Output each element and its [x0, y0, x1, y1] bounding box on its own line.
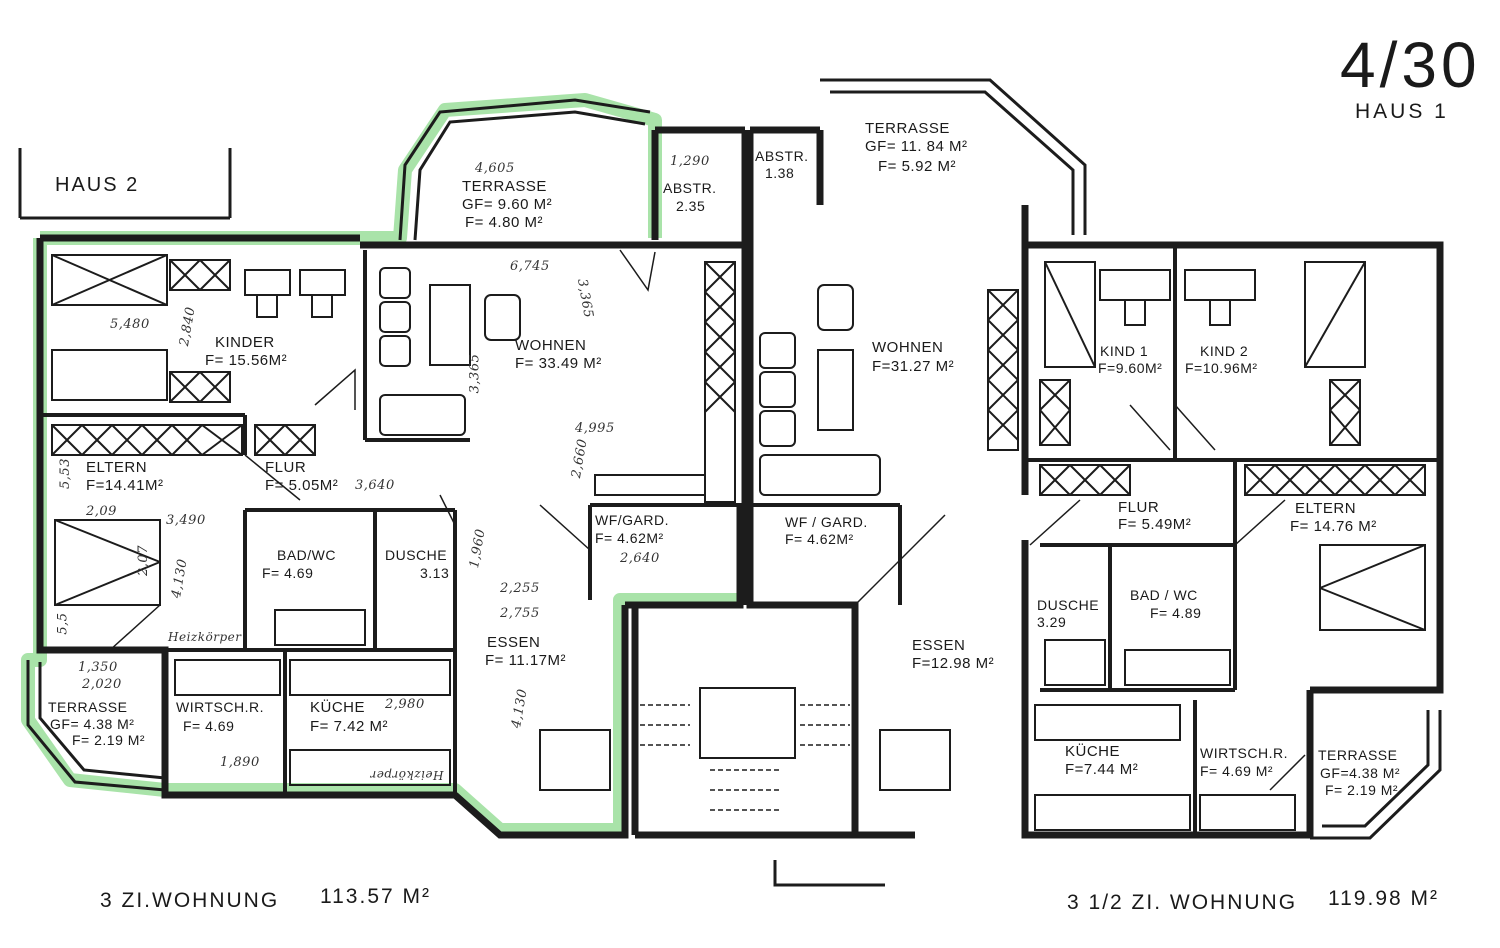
dimension-note: 3,490 — [166, 513, 206, 528]
room-label-kind1: KIND 1 — [1100, 343, 1149, 359]
dimension-note: 2,640 — [620, 551, 660, 566]
room-area-kind2: F=10.96M² — [1185, 360, 1258, 376]
staircase — [640, 704, 850, 811]
room-area-dusche-left: 3.13 — [420, 565, 450, 581]
room-label-flur-left: FLUR — [265, 459, 307, 476]
dimension-note: 4,605 — [475, 161, 515, 176]
room-area-kueche-left: F= 7.42 M² — [310, 718, 388, 735]
room-label-wohnen-left: WOHNEN — [515, 337, 587, 354]
dimension-note: 3,640 — [355, 478, 395, 493]
room-area-kinder: F= 15.56M² — [205, 352, 288, 369]
dimension-note: 2,020 — [82, 677, 122, 692]
neighbor-building-label: HAUS 2 — [55, 174, 140, 196]
room-area-wf-gard-left: F= 4.62M² — [595, 530, 664, 546]
room-label-terrasse-right: TERRASSE — [1318, 747, 1398, 763]
room-area-wohnen-right: F=31.27 M² — [872, 358, 955, 375]
room-area-bad-left: F= 4.69 — [262, 565, 314, 581]
room-label-abstr-1: ABSTR. — [663, 180, 717, 196]
room-label-wirtsch-right: WIRTSCH.R. — [1200, 745, 1288, 761]
dimension-note: 5,53 — [57, 458, 73, 489]
dimension-note: 1,290 — [670, 154, 710, 169]
dimension-note: 2,07 — [135, 545, 151, 576]
room-area-terrasse-top-f: F= 4.80 M² — [465, 214, 543, 231]
room-label-dusche-right: DUSCHE — [1037, 597, 1100, 613]
room-area-terrasse-left-gf: GF= 4.38 M² — [50, 716, 135, 732]
dimension-note: 1,890 — [220, 755, 260, 770]
room-area-flur-left: F= 5.05M² — [265, 477, 339, 494]
dimension-note: 6,745 — [510, 259, 550, 274]
terraces — [18, 78, 1442, 887]
room-area-terrasse-top-gf: GF= 9.60 M² — [462, 196, 553, 213]
room-area-wf-gard-right: F= 4.62M² — [785, 531, 854, 547]
room-label-kinder: KINDER — [215, 334, 275, 351]
room-label-bad-left: BAD/WC — [277, 547, 336, 563]
dimension-note: 2,255 — [500, 581, 540, 596]
dimension-note: 2,980 — [385, 697, 425, 712]
room-label-essen-right: ESSEN — [912, 637, 966, 654]
room-label-wohnen-right: WOHNEN — [872, 339, 944, 356]
beds — [51, 254, 1426, 631]
room-label-flur-right: FLUR — [1118, 499, 1160, 516]
wardrobes — [51, 259, 1426, 503]
room-label-eltern-left: ELTERN — [86, 459, 148, 476]
radiator-note: Heizkörper — [370, 768, 444, 782]
room-label-kueche-left: KÜCHE — [310, 699, 366, 716]
room-label-wf-gard-left: WF/GARD. — [595, 512, 669, 528]
dimension-note: 3,365 — [467, 353, 483, 394]
room-area-kind1: F=9.60M² — [1098, 360, 1163, 376]
room-area-terrasse-right-top-f: F= 5.92 M² — [878, 158, 956, 175]
room-area-terrasse-right-f: F= 2.19 M² — [1325, 782, 1399, 798]
room-area-flur-right: F= 5.49M² — [1118, 516, 1192, 533]
room-area-terrasse-right-gf: GF=4.38 M² — [1320, 765, 1401, 781]
right-unit-type: 3 1/2 ZI. WOHNUNG — [1067, 891, 1298, 914]
dimension-note: 4,995 — [575, 421, 615, 436]
room-area-wirtsch-right: F= 4.69 M² — [1200, 763, 1274, 779]
room-label-kind2: KIND 2 — [1200, 343, 1249, 359]
sheet-number: 4/30 — [1340, 29, 1481, 101]
interior-walls — [40, 245, 1440, 835]
building-label: HAUS 1 — [1355, 100, 1449, 123]
room-label-terrasse-top: TERRASSE — [462, 178, 547, 195]
room-area-essen-left: F= 11.17M² — [485, 652, 567, 669]
room-area-wirtsch-left: F= 4.69 — [183, 718, 235, 734]
doors — [109, 249, 1306, 791]
room-label-eltern-right: ELTERN — [1295, 500, 1357, 517]
left-unit-type: 3 ZI.WOHNUNG — [100, 889, 280, 912]
room-area-abstr-2: 1.38 — [765, 165, 795, 181]
room-label-terrasse-right-top: TERRASSE — [865, 120, 950, 137]
dimension-note: 2,09 — [86, 504, 117, 519]
room-area-terrasse-left-f: F= 2.19 M² — [72, 732, 146, 748]
room-area-eltern-left: F=14.41M² — [86, 477, 164, 494]
room-label-terrasse-left: TERRASSE — [48, 699, 128, 715]
room-label-wf-gard-right: WF / GARD. — [785, 514, 868, 530]
room-area-kueche-right: F=7.44 M² — [1065, 761, 1139, 778]
dimension-note: 5,5 — [55, 612, 71, 635]
room-label-dusche-left: DUSCHE — [385, 547, 448, 563]
room-label-essen-left: ESSEN — [487, 634, 541, 651]
radiator-note: Heizkörper — [168, 630, 242, 644]
room-area-essen-right: F=12.98 M² — [912, 655, 995, 672]
room-area-abstr-1: 2.35 — [676, 198, 706, 214]
room-area-terrasse-right-top-gf: GF= 11. 84 M² — [865, 138, 968, 155]
walls — [36, 126, 1444, 839]
room-label-bad-right: BAD / WC — [1130, 587, 1198, 603]
room-label-kueche-right: KÜCHE — [1065, 743, 1121, 760]
room-label-abstr-2: ABSTR. — [755, 148, 809, 164]
room-area-wohnen-left: F= 33.49 M² — [515, 355, 602, 372]
left-unit-area: 113.57 M² — [320, 885, 431, 908]
furniture — [174, 267, 1296, 831]
room-area-bad-right: F= 4.89 — [1150, 605, 1202, 621]
right-unit-area: 119.98 M² — [1328, 887, 1439, 910]
room-area-dusche-right: 3.29 — [1037, 614, 1067, 630]
room-area-eltern-right: F= 14.76 M² — [1290, 518, 1377, 535]
dimension-note: 2,755 — [500, 606, 540, 621]
room-label-wirtsch-left: WIRTSCH.R. — [176, 699, 264, 715]
dimension-note: 5,480 — [110, 317, 150, 332]
dimension-note: 1,350 — [78, 660, 118, 675]
